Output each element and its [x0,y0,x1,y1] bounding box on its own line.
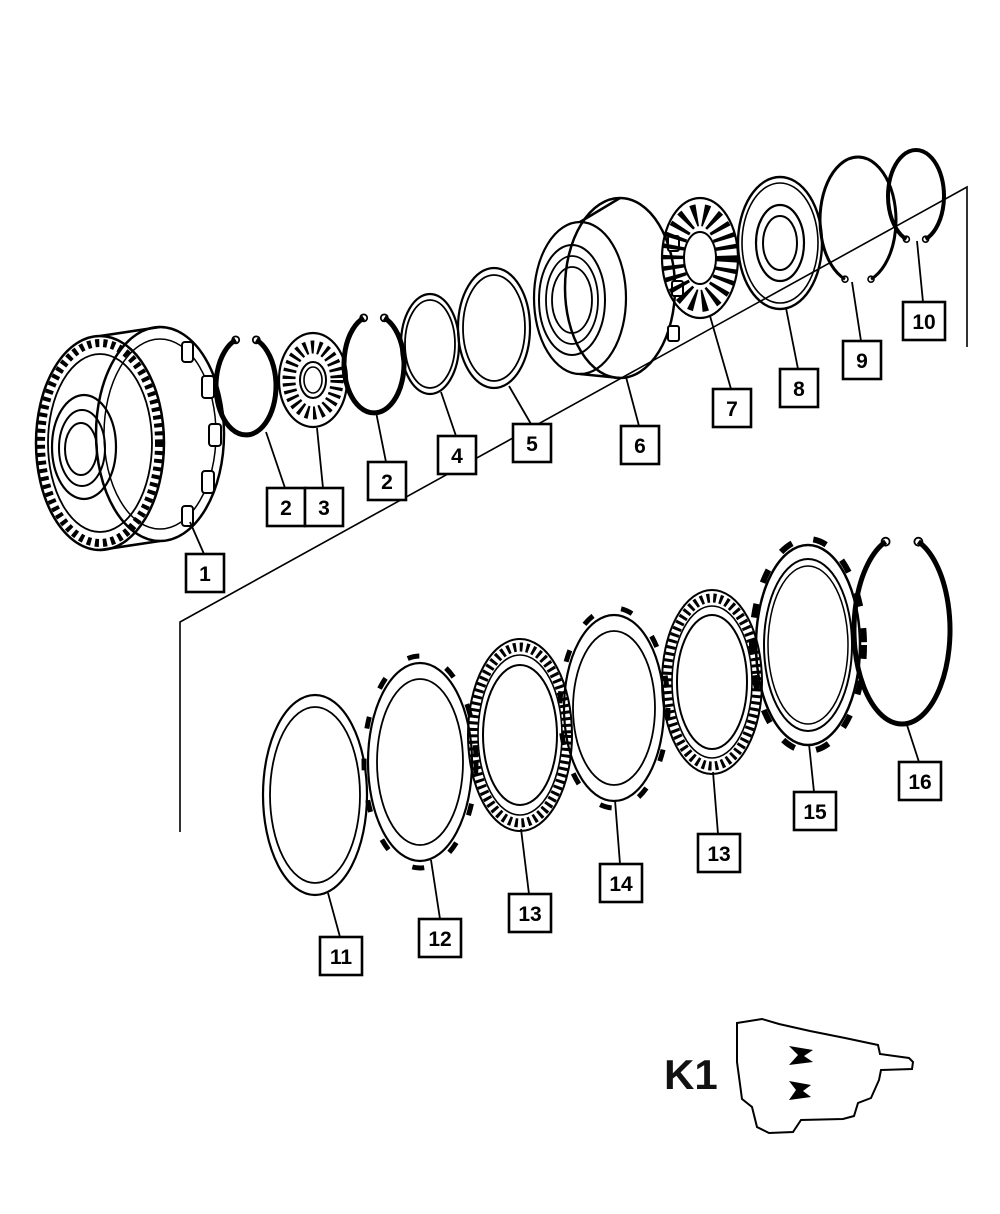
svg-text:16: 16 [908,771,931,794]
part-5-ring [456,266,532,390]
callout-10[interactable]: 10 [901,300,947,342]
svg-text:13: 13 [707,843,730,866]
callout-14[interactable]: 14 [598,862,644,904]
svg-text:7: 7 [726,398,738,421]
svg-text:11: 11 [330,946,353,969]
svg-text:4: 4 [451,445,463,468]
callout-3[interactable]: 3 [303,486,345,528]
part-15-pressure-plate [749,536,867,754]
svg-text:8: 8 [793,378,805,401]
part-7-diaphragm-spring [660,196,740,320]
leader-lines [189,240,924,938]
part-4-ring [399,292,461,396]
transmission-thumbnail: K1 [664,1017,915,1135]
diagram-panel-border [179,185,968,832]
part-16-snap-ring [851,536,953,727]
svg-text:2: 2 [381,471,393,494]
callout-13a[interactable]: 13 [507,892,553,934]
callout-8[interactable]: 8 [778,367,820,409]
svg-text:3: 3 [318,497,330,520]
svg-text:15: 15 [803,801,827,824]
callout-11[interactable]: 11 [318,935,364,977]
part-13b-friction-disc [661,589,763,775]
location-marker-lower [789,1081,811,1100]
callout-9[interactable]: 9 [841,339,883,381]
part-8-hub-ring [736,175,824,311]
part-3-bearing [277,331,349,429]
part-6-piston-housing [532,196,684,380]
svg-text:5: 5 [526,433,538,456]
svg-text:10: 10 [912,311,935,334]
part-14-steel-plate [557,605,671,811]
callout-4[interactable]: 4 [436,434,478,476]
svg-text:14: 14 [609,873,633,896]
part-2b-snap-ring [341,313,407,416]
part-9-snap-ring [818,155,898,284]
callout-16[interactable]: 16 [897,760,943,802]
callout-12[interactable]: 12 [417,917,463,959]
transmission-outline [736,1017,915,1135]
svg-text:6: 6 [634,435,646,458]
callout-15[interactable]: 15 [792,790,838,832]
callout-6[interactable]: 6 [619,424,661,466]
callout-1[interactable]: 1 [184,552,226,594]
svg-text:1: 1 [199,563,211,586]
callout-7[interactable]: 7 [711,387,753,429]
part-2a-snap-ring [213,335,279,438]
part-13a-friction-disc [467,638,573,832]
callout-2b[interactable]: 2 [366,460,408,502]
part-1-clutch-drum [34,325,226,552]
callout-13b[interactable]: 13 [696,832,742,874]
svg-text:2: 2 [280,497,292,520]
callout-2a[interactable]: 2 [265,486,307,528]
part-10-snap-ring [886,147,946,243]
callout-5[interactable]: 5 [511,422,553,464]
location-marker-upper [789,1046,813,1065]
part-11-plate [261,693,369,897]
svg-text:12: 12 [428,928,451,951]
svg-text:9: 9 [856,350,868,373]
callouts: 1 2 3 2 4 5 6 7 [184,300,947,977]
svg-text:13: 13 [518,903,541,926]
part-12-steel-plate [361,653,479,871]
assembly-label-k1: K1 [664,1051,718,1098]
